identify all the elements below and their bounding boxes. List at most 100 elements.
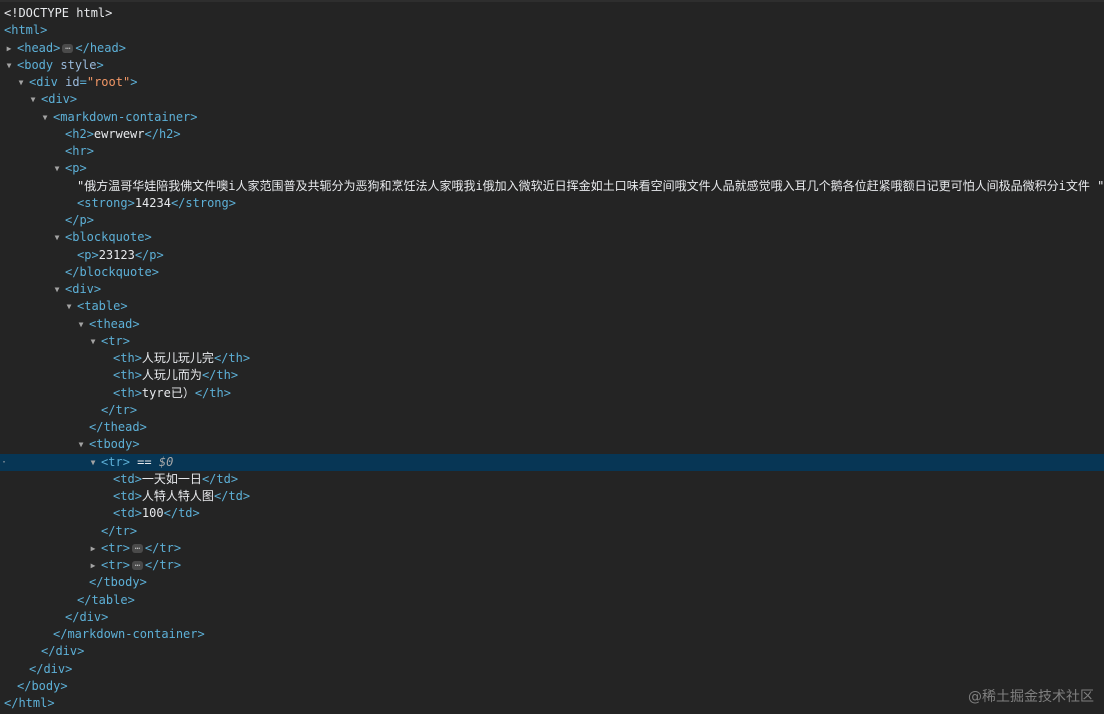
dom-node-tbody[interactable]: ▼ <tbody> xyxy=(0,436,1104,453)
tag-name: strong xyxy=(84,195,128,210)
dom-node-tbody-close[interactable]: </tbody> xyxy=(0,574,1104,591)
tag-name: tr xyxy=(159,540,174,555)
tag-name: th xyxy=(120,385,135,400)
dom-node-hr[interactable]: <hr> xyxy=(0,143,1104,160)
dom-node-body-close[interactable]: </body> xyxy=(0,678,1104,695)
dom-node-div-close[interactable]: </div> xyxy=(0,643,1104,660)
div-open-tag: <div> xyxy=(65,282,102,296)
dom-node-div-root-close[interactable]: </div> xyxy=(0,661,1104,678)
ellipsis-badge-icon[interactable]: … xyxy=(131,560,143,570)
tag-name: html xyxy=(18,696,48,710)
dom-node-html[interactable]: <html> xyxy=(0,22,1104,39)
dom-node-table-wrapper-div-close[interactable]: </div> xyxy=(0,609,1104,626)
tag-name: td xyxy=(178,506,193,521)
triangle-down-icon[interactable]: ▼ xyxy=(54,164,60,174)
dom-node-th-2[interactable]: <th>人玩儿而为</th> xyxy=(0,367,1104,384)
dom-node-td-1[interactable]: <td>一天如一日</td> xyxy=(0,471,1104,488)
tag-name: td xyxy=(120,471,135,486)
tag-name: p xyxy=(79,213,87,227)
triangle-down-icon[interactable]: ▼ xyxy=(54,285,60,294)
dom-node-body[interactable]: ▼ <body style> xyxy=(0,57,1104,74)
triangle-right-icon[interactable]: ▶ xyxy=(90,561,96,570)
dom-node-thead-tr-close[interactable]: </tr> xyxy=(0,402,1104,419)
dom-node-p-text[interactable]: "俄方温哥华娃陪我佛文件噢i人家范围普及共轭分为恶狗和烹饪法人家哦我i俄加入微软… xyxy=(0,178,1104,195)
dom-node-th-1[interactable]: <th>人玩儿玩儿完</th> xyxy=(0,350,1104,367)
dom-node-p-close[interactable]: </p> xyxy=(0,212,1104,229)
dom-node-h2[interactable]: <h2>ewrwewr</h2> xyxy=(0,126,1104,143)
dom-node-head[interactable]: ▶ <head>…</head> xyxy=(0,40,1104,57)
selection-marker: == xyxy=(137,454,152,469)
triangle-down-icon[interactable]: ▼ xyxy=(6,60,12,70)
dom-node-thead-close[interactable]: </thead> xyxy=(0,419,1104,436)
dom-node-doctype[interactable]: <!DOCTYPE html> xyxy=(0,5,1104,22)
tag-name: tr xyxy=(115,402,130,417)
tag-name: tbody xyxy=(103,575,140,590)
dom-node-td-2[interactable]: <td>人特人特人图</td> xyxy=(0,488,1104,505)
dom-node-p[interactable]: ▼ <p> xyxy=(0,160,1104,177)
dom-node-strong[interactable]: <strong>14234</strong> xyxy=(0,195,1104,212)
dom-node-markdown-container-close[interactable]: </markdown-container> xyxy=(0,626,1104,643)
tag-name: div xyxy=(72,282,94,296)
tag-name: tr xyxy=(108,540,123,555)
strong-element: <strong>14234</strong> xyxy=(77,195,236,210)
triangle-down-icon[interactable]: ▼ xyxy=(90,457,96,467)
h2-text: ewrwewr xyxy=(93,126,145,141)
tag-name: body xyxy=(24,57,54,72)
tbody-close-tag: </tbody> xyxy=(89,575,147,590)
triangle-down-icon[interactable]: ▼ xyxy=(78,440,84,450)
triangle-right-icon[interactable]: ▶ xyxy=(90,543,96,553)
p-close-tag: </p> xyxy=(65,213,94,227)
tag-name: head xyxy=(24,40,54,55)
dom-node-tbody-tr-selected[interactable]: · ▼ <tr> == $0 xyxy=(0,453,1104,471)
selection-variable: $0 xyxy=(158,454,174,469)
tag-name: tr xyxy=(108,333,123,348)
dom-node-div-root[interactable]: ▼ <div id="root"> xyxy=(0,74,1104,91)
dom-node-table-wrapper-div[interactable]: ▼ <div> xyxy=(0,281,1104,298)
dom-node-table[interactable]: ▼ <table> xyxy=(0,298,1104,315)
triangle-right-icon[interactable]: ▶ xyxy=(6,43,12,53)
dom-node-blockquote[interactable]: ▼ <blockquote> xyxy=(0,229,1104,246)
dom-node-div[interactable]: ▼ <div> xyxy=(0,91,1104,108)
triangle-down-icon[interactable]: ▼ xyxy=(30,95,36,105)
dom-node-td-3[interactable]: <td>100</td> xyxy=(0,505,1104,522)
tag-name: td xyxy=(228,489,243,503)
dom-node-markdown-container[interactable]: ▼ <markdown-container> xyxy=(0,109,1104,126)
dom-node-thead[interactable]: ▼ <thead> xyxy=(0,316,1104,333)
dom-tree: <!DOCTYPE html> <html> ▶ <head>…</head> … xyxy=(0,5,1104,712)
tag-name: thead xyxy=(96,316,133,331)
triangle-down-icon[interactable]: ▼ xyxy=(42,112,48,122)
triangle-down-icon[interactable]: ▼ xyxy=(54,233,60,243)
attribute-name: style xyxy=(60,57,97,72)
triangle-down-icon[interactable]: ▼ xyxy=(78,319,84,329)
tag-name: blockquote xyxy=(79,264,152,279)
watermark-text: @稀土掘金技术社区 xyxy=(968,689,1094,705)
dom-node-thead-tr[interactable]: ▼ <tr> xyxy=(0,333,1104,350)
dom-node-blockquote-p[interactable]: <p>23123</p> xyxy=(0,247,1104,264)
dom-node-table-close[interactable]: </table> xyxy=(0,592,1104,609)
ellipsis-badge-icon[interactable]: … xyxy=(131,542,143,553)
triangle-down-icon[interactable]: ▼ xyxy=(66,302,72,312)
td-text: 100 xyxy=(141,506,164,521)
tbody-open-tag: <tbody> xyxy=(89,437,140,452)
triangle-down-icon[interactable]: ▼ xyxy=(90,336,96,346)
dom-node-tbody-tr-collapsed-2[interactable]: ▶ <tr>…</tr> xyxy=(0,557,1104,574)
markdown-container-open-tag: <markdown-container> xyxy=(53,109,198,124)
dom-node-blockquote-close[interactable]: </blockquote> xyxy=(0,264,1104,281)
tag-name: th xyxy=(120,351,135,365)
tag-name: body xyxy=(31,678,61,693)
ellipsis-badge-icon[interactable]: … xyxy=(62,42,74,53)
blockquote-close-tag: </blockquote> xyxy=(65,264,159,279)
triangle-down-icon[interactable]: ▼ xyxy=(18,78,24,87)
tag-name: th xyxy=(228,351,243,365)
th-text: tyre已） xyxy=(141,385,195,400)
dom-node-th-3[interactable]: <th>tyre已）</th> xyxy=(0,385,1104,402)
tag-name: div xyxy=(43,661,66,676)
tag-name: tr xyxy=(108,454,123,469)
dom-node-tbody-tr-close[interactable]: </tr> xyxy=(0,523,1104,540)
tag-name: h2 xyxy=(72,126,87,141)
dom-node-tbody-tr-collapsed-1[interactable]: ▶ <tr>…</tr> xyxy=(0,540,1104,557)
table-open-tag: <table> xyxy=(77,299,128,314)
hr-element: <hr> xyxy=(65,144,94,158)
html-close-tag: </html> xyxy=(4,696,55,710)
dom-node-html-close[interactable]: </html> xyxy=(0,695,1104,712)
